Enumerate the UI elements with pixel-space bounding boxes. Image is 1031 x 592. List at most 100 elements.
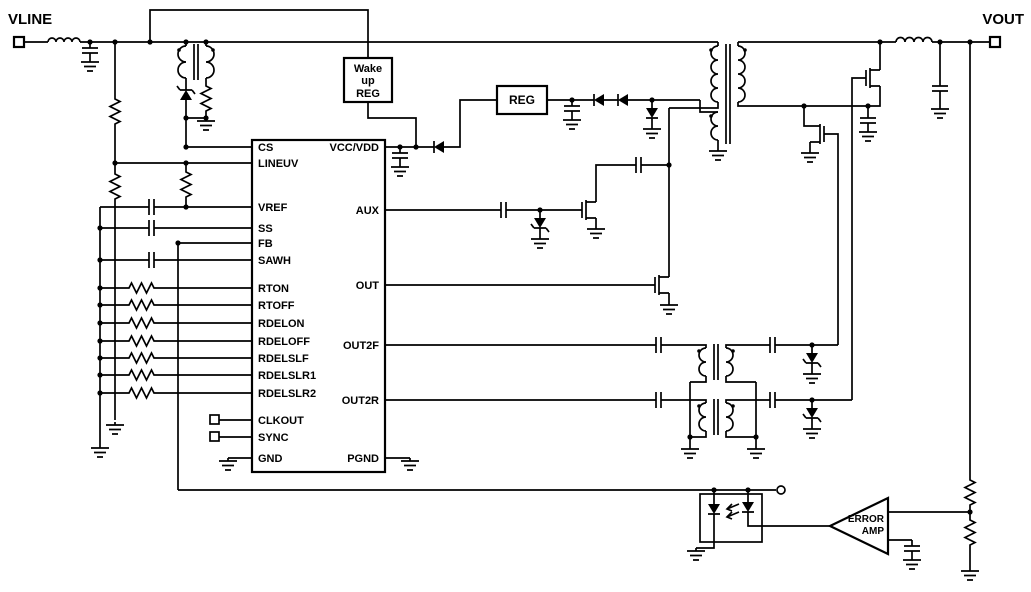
capacitor-symbol <box>649 391 668 409</box>
pin-label-rdeloff: RDELOFF <box>258 336 310 348</box>
capacitor-symbol <box>763 336 782 354</box>
pin-label-lineuv: LINEUV <box>258 158 299 170</box>
pin-label-pgnd: PGND <box>347 453 379 465</box>
resistor-symbol <box>109 94 121 129</box>
vout-label: VOUT <box>982 11 1024 28</box>
ground-symbol <box>902 556 922 570</box>
wakeup-reg-label-1: Wake <box>354 63 382 75</box>
polarity-dot <box>709 114 713 118</box>
ic-outline <box>250 138 387 474</box>
diode-symbol <box>645 105 659 121</box>
capacitor-symbol <box>142 251 161 269</box>
diode-symbol <box>591 93 607 107</box>
diode-symbol <box>431 140 447 154</box>
gate-drive-transformer-out2r <box>697 399 735 435</box>
pin-label-gnd: GND <box>258 453 283 465</box>
ground-symbol <box>858 128 878 142</box>
vline-port-terminal <box>12 35 26 49</box>
reg-outline <box>495 84 549 116</box>
resistor-symbol <box>200 81 212 116</box>
pin-label-sawh: SAWH <box>258 255 291 267</box>
ground-symbol <box>390 163 410 177</box>
ground-symbol <box>530 235 550 249</box>
resistor-symbol <box>124 387 159 399</box>
resistor-symbol <box>964 515 976 550</box>
capacitor-symbol <box>142 198 161 216</box>
error-amp-label-2: AMP <box>862 526 885 537</box>
zener-diode-symbol <box>802 350 822 368</box>
main-ic: CS LINEUV VREF SS FB SAWH RTON RTOFF RDE… <box>250 138 387 474</box>
opto-light-arrows <box>725 503 740 520</box>
ground-symbol <box>746 445 766 459</box>
pin-label-vref: VREF <box>258 202 288 214</box>
sync-terminal <box>209 431 220 442</box>
freewheel-mosfet-symbol <box>809 123 831 145</box>
zener-diode-symbol <box>176 85 196 103</box>
capacitor-symbol <box>649 336 668 354</box>
wires-left-bank <box>99 78 410 490</box>
zener-diode-symbol <box>802 405 822 423</box>
main-transformer <box>709 44 747 144</box>
ports: VLINE VOUT <box>8 11 1024 495</box>
wires-gate-drive <box>385 344 852 446</box>
resistor-symbol <box>180 167 192 202</box>
pin-label-sync: SYNC <box>258 432 289 444</box>
pin-label-fb: FB <box>258 238 273 250</box>
polarity-dot <box>211 48 215 52</box>
wakeup-reg-outline <box>342 56 394 104</box>
junction-dots <box>87 39 973 515</box>
wakeup-reg-label-3: REG <box>356 88 380 100</box>
pin-label-rdelon: RDELON <box>258 318 305 330</box>
pin-label-out2r: OUT2R <box>342 395 379 407</box>
polarity-dot <box>743 48 747 52</box>
polarity-dot <box>709 48 713 52</box>
polarity-dot <box>731 404 735 408</box>
resistor-symbols <box>109 81 976 550</box>
clkout-terminal <box>209 414 220 425</box>
sync-rectifier-mosfet-symbol <box>859 67 881 89</box>
polarity-dot <box>697 349 701 353</box>
ground-symbols <box>80 58 980 581</box>
resistor-symbol <box>124 352 159 364</box>
polarity-dot <box>177 48 181 52</box>
capacitor-symbol <box>494 201 513 219</box>
pin-label-ss: SS <box>258 223 273 235</box>
wakeup-reg-block: Wake up REG <box>342 56 394 104</box>
vout-port-terminal <box>988 35 1002 49</box>
resistor-symbol <box>124 369 159 381</box>
pin-label-out2f: OUT2F <box>343 340 379 352</box>
capacitor-symbol <box>142 219 161 237</box>
capacitor-symbol <box>763 391 782 409</box>
ground-symbol <box>218 457 238 471</box>
vline-label: VLINE <box>8 11 52 28</box>
ground-symbol <box>802 370 822 384</box>
pin-label-rtoff: RTOFF <box>258 300 295 312</box>
ground-symbol <box>586 225 606 239</box>
wakeup-reg-label-2: up <box>361 75 375 87</box>
zener-diode-symbol <box>530 215 550 233</box>
ground-symbol <box>686 547 706 561</box>
led-symbol <box>741 499 755 515</box>
wires-aux-primary <box>385 42 719 302</box>
capacitor-symbol <box>931 79 949 98</box>
capacitor-symbol <box>859 111 877 130</box>
output-inductor-symbol <box>895 36 933 43</box>
capacitor-symbol <box>903 539 921 558</box>
ground-symbol <box>960 567 980 581</box>
pin-label-rdelslr2: RDELSLR2 <box>258 388 316 400</box>
main-switch-mosfet-symbol <box>648 274 670 296</box>
ground-symbol <box>642 125 662 139</box>
pin-label-clkout: CLKOUT <box>258 415 304 427</box>
capacitor-symbols <box>81 41 949 558</box>
pin-label-aux: AUX <box>356 205 380 217</box>
polarity-dot <box>731 349 735 353</box>
pin-label-vccvdd: VCC/VDD <box>329 142 379 154</box>
resistor-symbol <box>124 282 159 294</box>
ground-symbol <box>708 147 728 161</box>
input-sense-transformer <box>177 44 215 80</box>
pin-label-rdelslr1: RDELSLR1 <box>258 370 316 382</box>
ground-symbol <box>659 301 679 315</box>
pin-label-rton: RTON <box>258 283 289 295</box>
